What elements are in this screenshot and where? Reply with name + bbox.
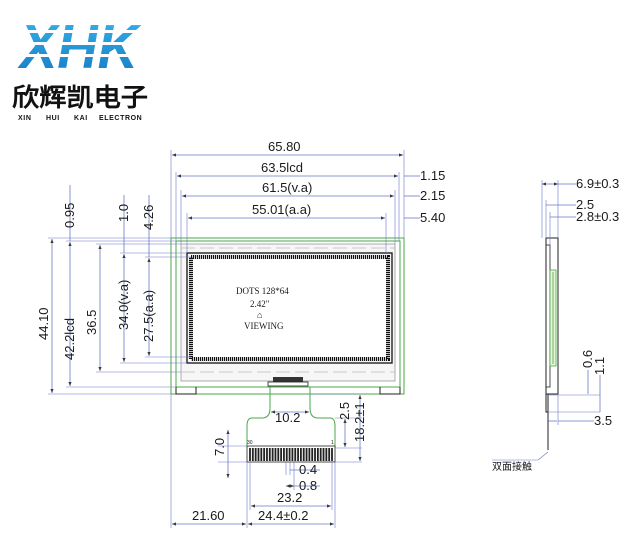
side-dim-2-8: 2.8±0.3 (576, 209, 619, 224)
fpc-pin (254, 448, 257, 461)
fpc-pin (268, 448, 271, 461)
side-view: 6.9±0.3 2.5 2.8±0.3 0.6 1.1 3.5 双面接触 (492, 176, 619, 473)
fpc-pin (319, 448, 322, 461)
fpc-pin (251, 448, 254, 461)
dim-right-5-40: 5.40 (420, 210, 445, 225)
dim-pin-width: 0.4 (299, 462, 317, 477)
brand-name-cn: 欣辉凯电子 (12, 83, 148, 112)
dim-glass-height: 36.5 (84, 310, 99, 335)
front-view: DOTS 128*64 2.42" ⌂ VIEWING 30 1 65.80 6… (36, 139, 445, 528)
dim-pin-span: 23.2 (277, 490, 302, 505)
side-dim-1-1: 1.1 (592, 357, 607, 375)
dim-right-2-15: 2.15 (420, 188, 445, 203)
fpc-pins (249, 448, 333, 461)
fpc-pin (257, 448, 260, 461)
fpc-pin (277, 448, 280, 461)
dim-fpc-2-5: 2.5 (337, 402, 352, 420)
fpc-pin (280, 448, 282, 461)
driver-ic (273, 377, 303, 382)
fpc-pin (285, 448, 288, 461)
fpc-pin (260, 448, 263, 461)
fpc-pin (249, 448, 251, 461)
screen-text-dots: DOTS 128*64 (236, 286, 289, 296)
dim-aa-width: 55.01(a.a) (252, 202, 311, 217)
fpc-pin (331, 448, 333, 461)
brand-name-en: XIN HUI KAI ELECTRON (18, 115, 142, 122)
brand-en-hui: HUI (46, 115, 60, 122)
side-dim-0-6: 0.6 (580, 350, 595, 368)
fpc-pin (297, 448, 299, 461)
fpc-pin (300, 448, 302, 461)
dim-right-1-15: 1.15 (420, 168, 445, 183)
dim-fpc-7-0: 7.0 (212, 438, 227, 456)
screen-text-viewing: VIEWING (244, 321, 284, 331)
dim-va-height: 34.0(v.a) (116, 280, 131, 330)
fpc-pin (322, 448, 325, 461)
dim-fpc-length: 18.2±1 (352, 402, 367, 442)
brand-logo: XHK (17, 13, 142, 82)
dim-fpc-offset: 21.60 (192, 508, 225, 523)
fpc-pin (305, 448, 308, 461)
dim-lcd-width: 63.5lcd (261, 160, 303, 175)
pin-label-1: 1 (331, 440, 334, 446)
dim-top-1-0: 1.0 (116, 204, 131, 222)
brand-en-kai: KAI (74, 115, 88, 122)
dim-total-width: 65.80 (268, 139, 301, 154)
side-dim-thickness: 6.9±0.3 (576, 176, 619, 191)
brand-en-electron: ELECTRON (99, 115, 142, 122)
fpc-pin (263, 448, 266, 461)
dim-top-4-26: 4.26 (141, 205, 156, 230)
dim-total-height: 44.10 (36, 307, 51, 340)
viewing-arrow-icon: ⌂ (257, 310, 262, 320)
dim-fpc-width: 10.2 (275, 410, 300, 425)
viewing-area (186, 252, 393, 364)
fpc-pin (283, 448, 285, 461)
brand-en-xin: XIN (18, 115, 31, 122)
fpc-pin (314, 448, 316, 461)
pin-label-30: 30 (247, 440, 253, 446)
fpc-pin (274, 448, 277, 461)
dim-lcd-height: 42.2lcd (62, 318, 77, 360)
module-outline (170, 237, 405, 395)
fpc-pin (302, 448, 305, 461)
fpc-pin (291, 448, 294, 461)
dim-top-0-95: 0.95 (62, 203, 77, 228)
fpc-cable: 30 1 (246, 387, 336, 463)
side-dim-2-5: 2.5 (576, 197, 594, 212)
dim-pin-pitch: 0.8 (299, 478, 317, 493)
fpc-pin (288, 448, 291, 461)
fpc-pin (271, 448, 274, 461)
fpc-pin (294, 448, 297, 461)
fpc-pin (311, 448, 314, 461)
fpc-pin (325, 448, 328, 461)
logo-text: XHK (17, 13, 142, 82)
side-dim-3-5: 3.5 (594, 413, 612, 428)
tape-label: 双面接触 (492, 460, 532, 473)
dim-fpc-total-width: 24.4±0.2 (258, 508, 309, 523)
fpc-pin (328, 448, 331, 461)
dim-va-width: 61.5(v.a) (262, 180, 312, 195)
active-area (189, 255, 390, 361)
dim-aa-height: 27.5(a.a) (141, 290, 156, 342)
fpc-pin (266, 448, 268, 461)
screen-text-size: 2.42" (250, 299, 270, 309)
fpc-pin (308, 448, 311, 461)
fpc-pin (316, 448, 319, 461)
